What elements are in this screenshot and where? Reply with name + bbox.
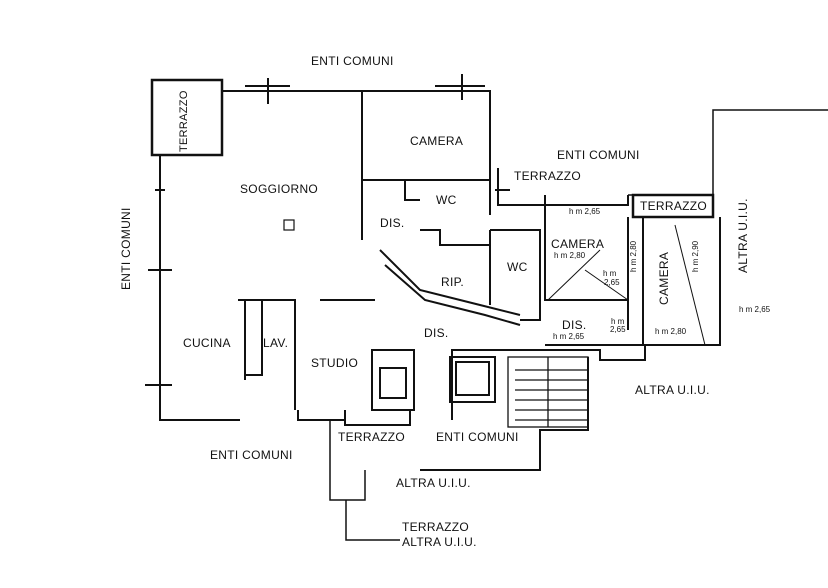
- room-camera-right2: CAMERA: [657, 251, 671, 305]
- wall-wc: [404, 180, 420, 201]
- height-label: 2,65: [610, 325, 626, 334]
- height-label: 2,65: [604, 278, 620, 287]
- height-label: h m: [611, 317, 625, 326]
- room-terrazzo-top-left: TERRAZZO: [178, 90, 190, 152]
- elevator-left: [371, 349, 415, 411]
- terrazzo-bottom-outline: [329, 420, 366, 501]
- room-terrazzo-bottom: TERRAZZO: [338, 430, 406, 444]
- room-wc-mid: WC: [507, 260, 528, 274]
- height-label: h m 2,65: [569, 207, 601, 216]
- area-altra-uiu-right: ALTRA U.I.U.: [635, 383, 710, 397]
- stairs: [507, 356, 589, 428]
- room-wc-top: WC: [436, 193, 457, 207]
- column-marker: [283, 219, 295, 231]
- height-label: h m 2,65: [739, 305, 771, 314]
- height-label: h m 2,80: [554, 251, 586, 260]
- room-dis-mid: DIS.: [424, 326, 449, 340]
- room-studio: STUDIO: [311, 356, 359, 370]
- area-enti-comuni-right: ENTI COMUNI: [557, 148, 640, 162]
- height-label: h m 2,90: [691, 240, 700, 272]
- height-label: h m: [603, 269, 617, 278]
- area-enti-comuni-top: ENTI COMUNI: [311, 54, 394, 68]
- room-cucina: CUCINA: [183, 336, 231, 350]
- area-enti-comuni-bottom: ENTI COMUNI: [436, 430, 519, 444]
- room-terrazzo-mid: TERRAZZO: [514, 169, 582, 183]
- room-camera-top: CAMERA: [410, 134, 464, 148]
- wall-right-wing: [497, 168, 629, 206]
- room-terrazzo-right: TERRAZZO: [640, 199, 708, 213]
- room-camera-right1: CAMERA: [551, 237, 605, 251]
- height-label: h m 2,80: [629, 240, 638, 272]
- area-enti-comuni-left: ENTI COMUNI: [119, 207, 133, 290]
- area-terrazzo-altra: TERRAZZO: [402, 520, 470, 534]
- outer-wall-left: [159, 155, 240, 421]
- room-lav: LAV.: [263, 336, 289, 350]
- walls: [150, 78, 828, 541]
- area-altra-uiu-last: ALTRA U.I.U.: [402, 535, 477, 549]
- room-rip: RIP.: [441, 275, 464, 289]
- elevator-right: [449, 356, 496, 403]
- area-enti-comuni-bottom-left: ENTI COMUNI: [210, 448, 293, 462]
- window-marks: [145, 74, 510, 386]
- height-label: h m 2,80: [655, 327, 687, 336]
- area-altra-uiu-bottom: ALTRA U.I.U.: [396, 476, 471, 490]
- area-altra-uiu-right-vertical: ALTRA U.I.U.: [736, 198, 750, 273]
- outer-wall-top: [222, 90, 491, 180]
- room-soggiorno: SOGGIORNO: [240, 182, 319, 196]
- room-dis-top: DIS.: [380, 216, 405, 230]
- wall-rip: [379, 249, 521, 316]
- height-label: h m 2,65: [553, 332, 585, 341]
- room-dis-right: DIS.: [562, 318, 587, 332]
